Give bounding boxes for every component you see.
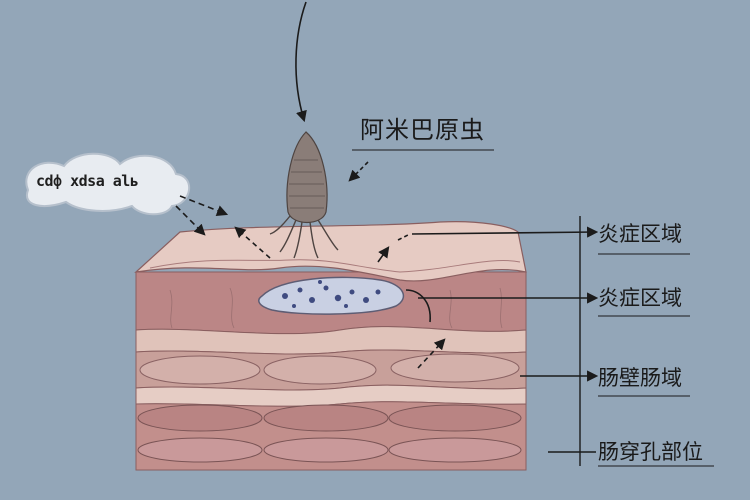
tissue-texture (169, 287, 503, 329)
perforation-site-label: 肠穿孔部位 (598, 440, 703, 464)
intestinal-wall-label: 肠壁肠域 (598, 366, 682, 390)
tissue-top-ridge (149, 259, 521, 273)
tissue-segment (137, 404, 263, 432)
label-guides (352, 149, 714, 467)
tissue-segment (137, 437, 263, 463)
organism-label: 阿米巴原虫 (360, 116, 485, 144)
inflammation-top-arrow-tail (397, 233, 411, 241)
speech-cloud (25, 152, 191, 216)
wall-diagonal-arrow (417, 338, 446, 369)
amoeba-organism (269, 131, 339, 259)
tissue-segment (388, 437, 522, 463)
tissue-segment (263, 437, 389, 463)
tissue-segment (139, 355, 261, 385)
inflammation-top-label: 炎症区域 (598, 222, 682, 246)
cloud-arrow-upper (179, 195, 229, 216)
tissue-layer-serosa (135, 384, 527, 407)
tissue-segment (388, 404, 522, 432)
inflammation-mid-label: 炎症区域 (598, 286, 682, 310)
surface-arrow-left (234, 226, 271, 259)
arrows (175, 1, 599, 453)
tissue-segment (263, 404, 389, 432)
cloud-arrow-lower (175, 205, 206, 236)
surface-arrow-center (377, 246, 390, 263)
tissue-segment (263, 355, 377, 385)
lesion-particles (282, 280, 381, 308)
tissue-top-surface (134, 221, 527, 282)
descending-arrow (295, 1, 307, 123)
cloud-text: cdф хdsа аlь (36, 172, 139, 190)
inflammation-top-arrow (411, 226, 599, 238)
organism-pointer-arrow (348, 161, 369, 182)
tissue-segment (390, 353, 520, 383)
amoeba-tendrils (269, 215, 339, 259)
tissue-block (134, 221, 527, 471)
